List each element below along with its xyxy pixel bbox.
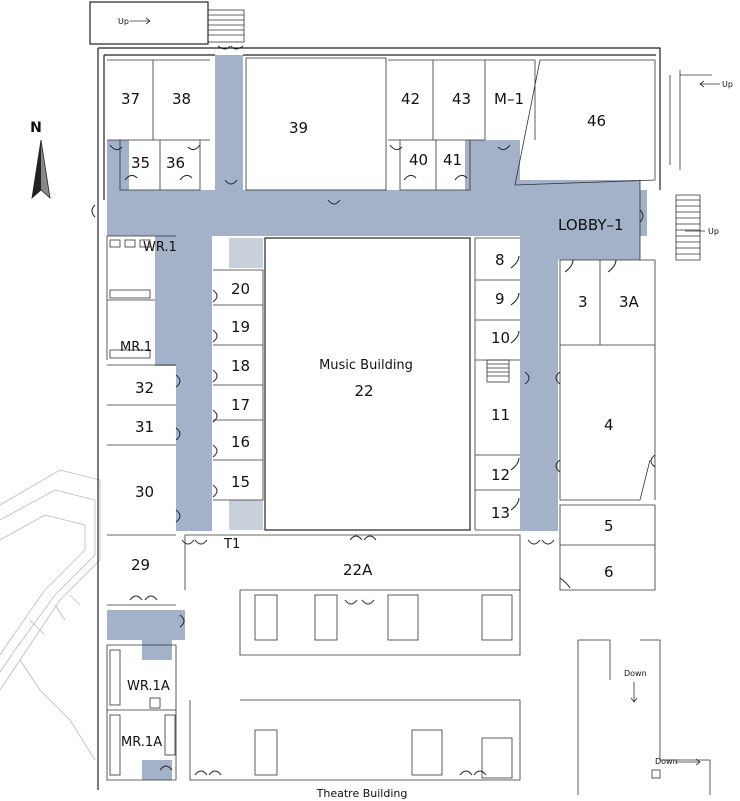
room-41-label: 41	[443, 151, 462, 169]
wr1-label: WR.1	[143, 240, 177, 255]
room-3-label: 3	[578, 293, 588, 311]
room-15-label: 15	[231, 473, 250, 491]
room-9-label: 9	[495, 290, 505, 308]
room-36-label: 36	[166, 154, 185, 172]
room-3a-label: 3A	[619, 293, 640, 311]
room-8-label: 8	[495, 251, 505, 269]
room-4-label: 4	[604, 416, 614, 434]
room-39-label: 39	[289, 119, 308, 137]
room-labels: 37 38 39 42 43 M–1 46 35 36 40 41 LOBBY–…	[120, 90, 640, 800]
room-43-label: 43	[452, 90, 471, 108]
north-label: N	[30, 120, 42, 136]
room-31-label: 31	[135, 418, 154, 436]
room-38-label: 38	[172, 90, 191, 108]
room-10-label: 10	[491, 329, 510, 347]
room-42-label: 42	[401, 90, 420, 108]
lobby-1-label: LOBBY–1	[558, 216, 624, 234]
room-30-label: 30	[135, 483, 154, 501]
music-building-label: Music Building	[319, 358, 413, 373]
room-13-label: 13	[491, 504, 510, 522]
wr1a-label: WR.1A	[127, 679, 170, 694]
up-label-top-right: Up	[722, 80, 733, 89]
up-label-top-left: Up	[118, 17, 129, 26]
room-18-label: 18	[231, 357, 250, 375]
room-32-label: 32	[135, 379, 154, 397]
interior-stair	[486, 359, 510, 383]
room-11-label: 11	[491, 406, 510, 424]
room-46-label: 46	[587, 112, 606, 130]
mr1-label: MR.1	[120, 340, 152, 355]
room-22-label: 22	[354, 382, 373, 400]
room-16-label: 16	[231, 433, 250, 451]
room-17-label: 17	[231, 396, 250, 414]
room-5-label: 5	[604, 517, 614, 535]
up-label-right: Up	[708, 227, 719, 236]
room-6-label: 6	[604, 563, 614, 581]
t1-label: T1	[223, 537, 240, 552]
room-35-label: 35	[131, 154, 150, 172]
room-22a-label: 22A	[343, 561, 373, 579]
mr1a-label: MR.1A	[121, 735, 162, 750]
theatre-building-label: Theatre Building	[316, 787, 408, 800]
down-label-1: Down	[624, 669, 647, 678]
room-20-label: 20	[231, 280, 250, 298]
down-label-2: Down	[655, 757, 678, 766]
north-arrow: N	[30, 120, 51, 200]
corridors	[107, 55, 647, 780]
doors	[91, 45, 656, 776]
room-m1-label: M–1	[494, 90, 524, 108]
neighbour-building-outline	[0, 469, 101, 761]
room-40-label: 40	[409, 151, 428, 169]
walls	[89, 1, 712, 795]
room-37-label: 37	[121, 90, 140, 108]
room-29-label: 29	[131, 556, 150, 574]
room-12-label: 12	[491, 466, 510, 484]
room-19-label: 19	[231, 318, 250, 336]
direction-labels: Up Up Up Down Down	[118, 17, 733, 766]
